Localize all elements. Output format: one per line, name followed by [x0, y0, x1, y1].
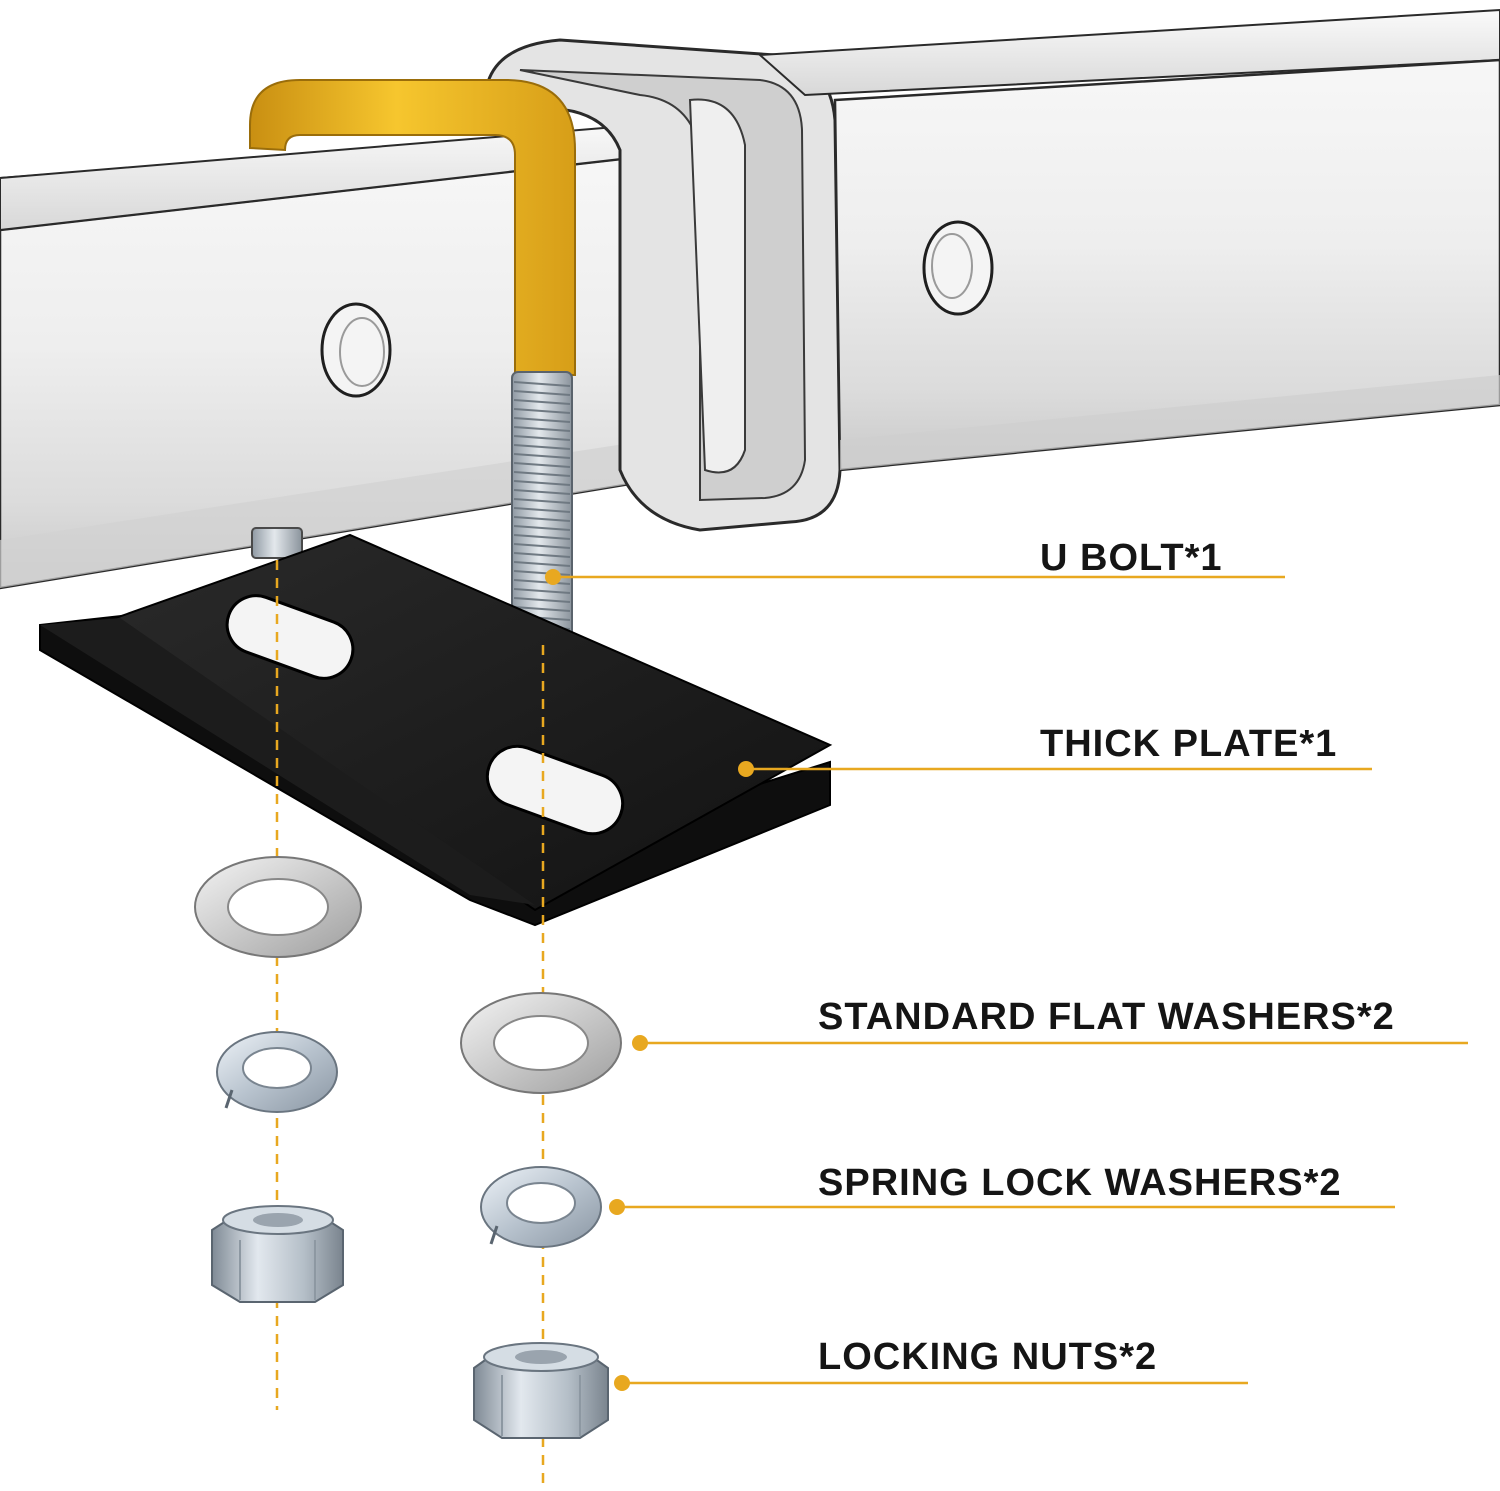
locking-nut-left — [211, 1205, 344, 1303]
thread-line — [513, 552, 571, 558]
callout-locking-nuts — [614, 1375, 1248, 1391]
locking-nut-right — [473, 1342, 609, 1439]
thread-line — [513, 498, 571, 504]
spring-lock-washers-label: SPRING LOCK WASHERS*2 — [818, 1162, 1342, 1204]
thread-line — [513, 399, 571, 405]
hitch-bar — [757, 8, 1500, 472]
thread-line — [513, 453, 571, 459]
thread-line — [513, 435, 571, 441]
callout-spring-washers — [609, 1199, 1395, 1215]
u-bolt-label: U BOLT*1 — [1040, 537, 1223, 579]
thread-line — [513, 525, 571, 531]
flat-washer-left — [194, 856, 362, 958]
thread-line — [513, 390, 571, 396]
flat-washer-right — [460, 992, 622, 1094]
callout-u-bolt — [545, 569, 1285, 585]
thread-line — [513, 579, 571, 585]
locking-nuts-label: LOCKING NUTS*2 — [818, 1336, 1158, 1378]
thick-plate-label: THICK PLATE*1 — [1040, 723, 1338, 765]
thread-line — [513, 471, 571, 477]
spring-washer-left — [216, 1031, 338, 1113]
receiver-collar — [486, 38, 842, 532]
thread-line — [513, 444, 571, 450]
flat-washers-label: STANDARD FLAT WASHERS*2 — [818, 996, 1395, 1038]
thread-line — [513, 516, 571, 522]
thread-line — [513, 606, 571, 612]
thread-line — [513, 597, 571, 603]
thread-line — [513, 381, 571, 387]
callout-flat-washers — [632, 1035, 1468, 1051]
thread-line — [513, 408, 571, 414]
spring-washer-right — [480, 1166, 602, 1248]
thread-line — [513, 561, 571, 567]
thread-line — [513, 426, 571, 432]
thread-line — [513, 489, 571, 495]
receiver-tube — [0, 118, 717, 590]
thread-line — [513, 480, 571, 486]
thick-plate — [39, 533, 833, 927]
callout-thick-plate — [738, 761, 1372, 777]
thread-line — [513, 507, 571, 513]
thread-line — [513, 543, 571, 549]
thread-line — [513, 534, 571, 540]
thread-line — [513, 417, 571, 423]
thread-line — [513, 588, 571, 594]
thread-line — [513, 570, 571, 576]
thread-line — [513, 462, 571, 468]
